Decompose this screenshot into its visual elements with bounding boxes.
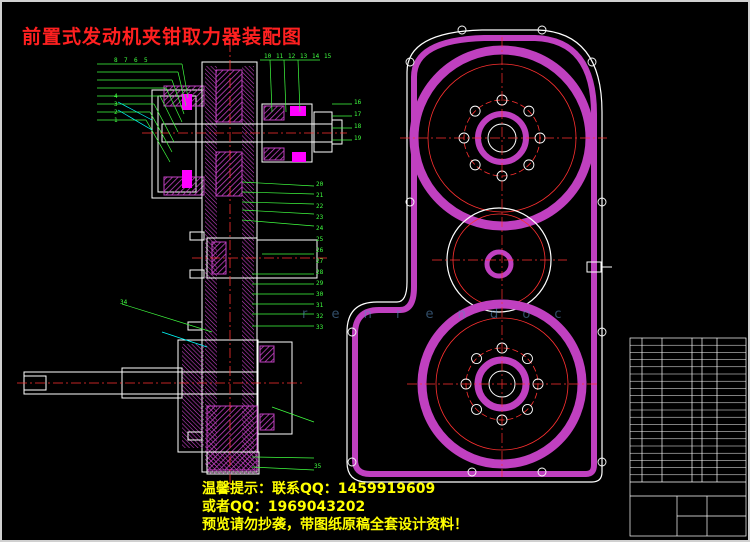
upper-bearing-hatch2 xyxy=(263,147,285,161)
bolt-3 xyxy=(187,321,203,331)
notice-line-1: 温馨提示：联系QQ：1459919609 xyxy=(202,481,436,497)
notice-line-3: 预览请勿抄袭，带图纸原稿全套设计资料！ xyxy=(202,517,468,533)
part-number-top_group: 10 xyxy=(264,53,272,60)
housing-bolt xyxy=(537,25,547,35)
title-block xyxy=(629,337,747,537)
lower-bearing-hatch xyxy=(259,345,275,363)
part-number-right_group: 16 xyxy=(354,99,362,106)
bolt-hole xyxy=(469,105,481,117)
bom-rows xyxy=(630,344,746,476)
watermark-text: r e n r e n d o c xyxy=(302,307,572,322)
part-number-middle_group: 34 xyxy=(120,299,128,306)
part-number-middle_group: 27 xyxy=(316,258,324,265)
part-number-top_group: 14 xyxy=(312,53,320,60)
part-number-middle_group: 33 xyxy=(316,324,324,331)
leader-lines-cyan xyxy=(117,101,208,348)
part-number-middle_group: 30 xyxy=(316,291,324,298)
housing-bolt xyxy=(587,57,597,67)
housing-bolt xyxy=(597,197,607,207)
upper-gear-hub-low xyxy=(215,151,243,197)
front-centerlines xyxy=(400,37,607,477)
part-number-middle_group: 29 xyxy=(316,280,324,287)
lower-gear-pitch xyxy=(435,317,569,451)
leader-lines xyxy=(97,59,352,471)
upper-gear-hub xyxy=(215,69,243,123)
part-number-left_group: 6 xyxy=(134,57,138,64)
housing-bolt xyxy=(405,197,415,207)
part-number-middle_group: 24 xyxy=(316,225,324,232)
front-view xyxy=(346,29,612,483)
housing-bolt xyxy=(405,57,415,67)
bolt-1 xyxy=(189,231,205,241)
part-number-middle_group: 25 xyxy=(316,236,324,243)
section-centerlines xyxy=(17,42,347,492)
magenta-part-a xyxy=(182,94,192,110)
housing-bolt xyxy=(467,467,477,477)
housing-bolt xyxy=(457,25,467,35)
section-view xyxy=(23,61,343,475)
part-number-middle_group: 31 xyxy=(316,302,324,309)
magenta-part-d xyxy=(292,152,306,162)
housing-inner xyxy=(352,35,597,477)
notice-line-2: 或者QQ：1969043202 xyxy=(202,499,366,515)
lower-gear-hub xyxy=(474,356,530,412)
housing-bolts xyxy=(347,25,607,477)
part-number-top_group: 13 xyxy=(300,53,308,60)
part-number-right_group: 19 xyxy=(354,135,362,142)
lower-base xyxy=(206,451,260,475)
lower-bearing-hatch2 xyxy=(259,413,275,431)
part-number-left_group: 3 xyxy=(114,101,118,108)
middle-idler-cover xyxy=(256,239,318,279)
upper-flange-end xyxy=(331,119,343,145)
part-number-left_group: 7 xyxy=(124,57,128,64)
part-number-left_group: 5 xyxy=(144,57,148,64)
part-number-left_group: 2 xyxy=(114,109,118,116)
part-number-left_group: 1 xyxy=(114,117,118,124)
part-number-middle_group: 21 xyxy=(316,192,324,199)
part-number-middle_group: 22 xyxy=(316,203,324,210)
bolt-hole xyxy=(523,105,535,117)
part-number-middle_group: 32 xyxy=(316,313,324,320)
part-number-right_group: 18 xyxy=(354,123,362,130)
bolt-hole xyxy=(522,353,533,364)
part-number-middle_group: 23 xyxy=(316,214,324,221)
part-number-middle_group: 20 xyxy=(316,181,324,188)
magenta-part-b xyxy=(182,170,192,188)
magenta-part-c xyxy=(290,106,306,116)
bolt-holes xyxy=(458,94,546,426)
part-number-top_group: 15 xyxy=(324,53,332,60)
housing-bolt xyxy=(347,457,357,467)
bolt-2 xyxy=(189,269,205,279)
housing-bolt xyxy=(537,467,547,477)
part-number-middle_group: 26 xyxy=(316,247,324,254)
plate-hatch-right xyxy=(242,66,254,466)
part-number-left_group: 4 xyxy=(114,93,118,100)
bolt-hole xyxy=(523,159,535,171)
bolt-hole xyxy=(469,159,481,171)
part-number-left_group: 8 xyxy=(114,57,118,64)
part-number-right_group: 17 xyxy=(354,111,362,118)
housing-bolt xyxy=(597,327,607,337)
bolt-4 xyxy=(187,431,203,441)
part-number-middle_group: 28 xyxy=(316,269,324,276)
middle-gear-hub xyxy=(484,249,514,279)
housing-bolt xyxy=(597,457,607,467)
upper-flange xyxy=(313,111,333,153)
bolt-hole xyxy=(471,353,482,364)
part-number-middle_group: 35 xyxy=(314,463,322,470)
upper-bearing-hatch xyxy=(263,105,285,121)
lower-housing-hatch xyxy=(182,344,204,448)
housing-outline xyxy=(346,29,603,483)
housing-bolt xyxy=(347,327,357,337)
plate-hatch-left xyxy=(205,66,217,466)
part-number-top_group: 12 xyxy=(288,53,296,60)
drawing-title: 前置式发动机夹钳取力器装配图 xyxy=(22,26,303,48)
part-number-top_group: 11 xyxy=(276,53,284,60)
bolt-hole xyxy=(471,404,482,415)
bolt-hole xyxy=(522,404,533,415)
